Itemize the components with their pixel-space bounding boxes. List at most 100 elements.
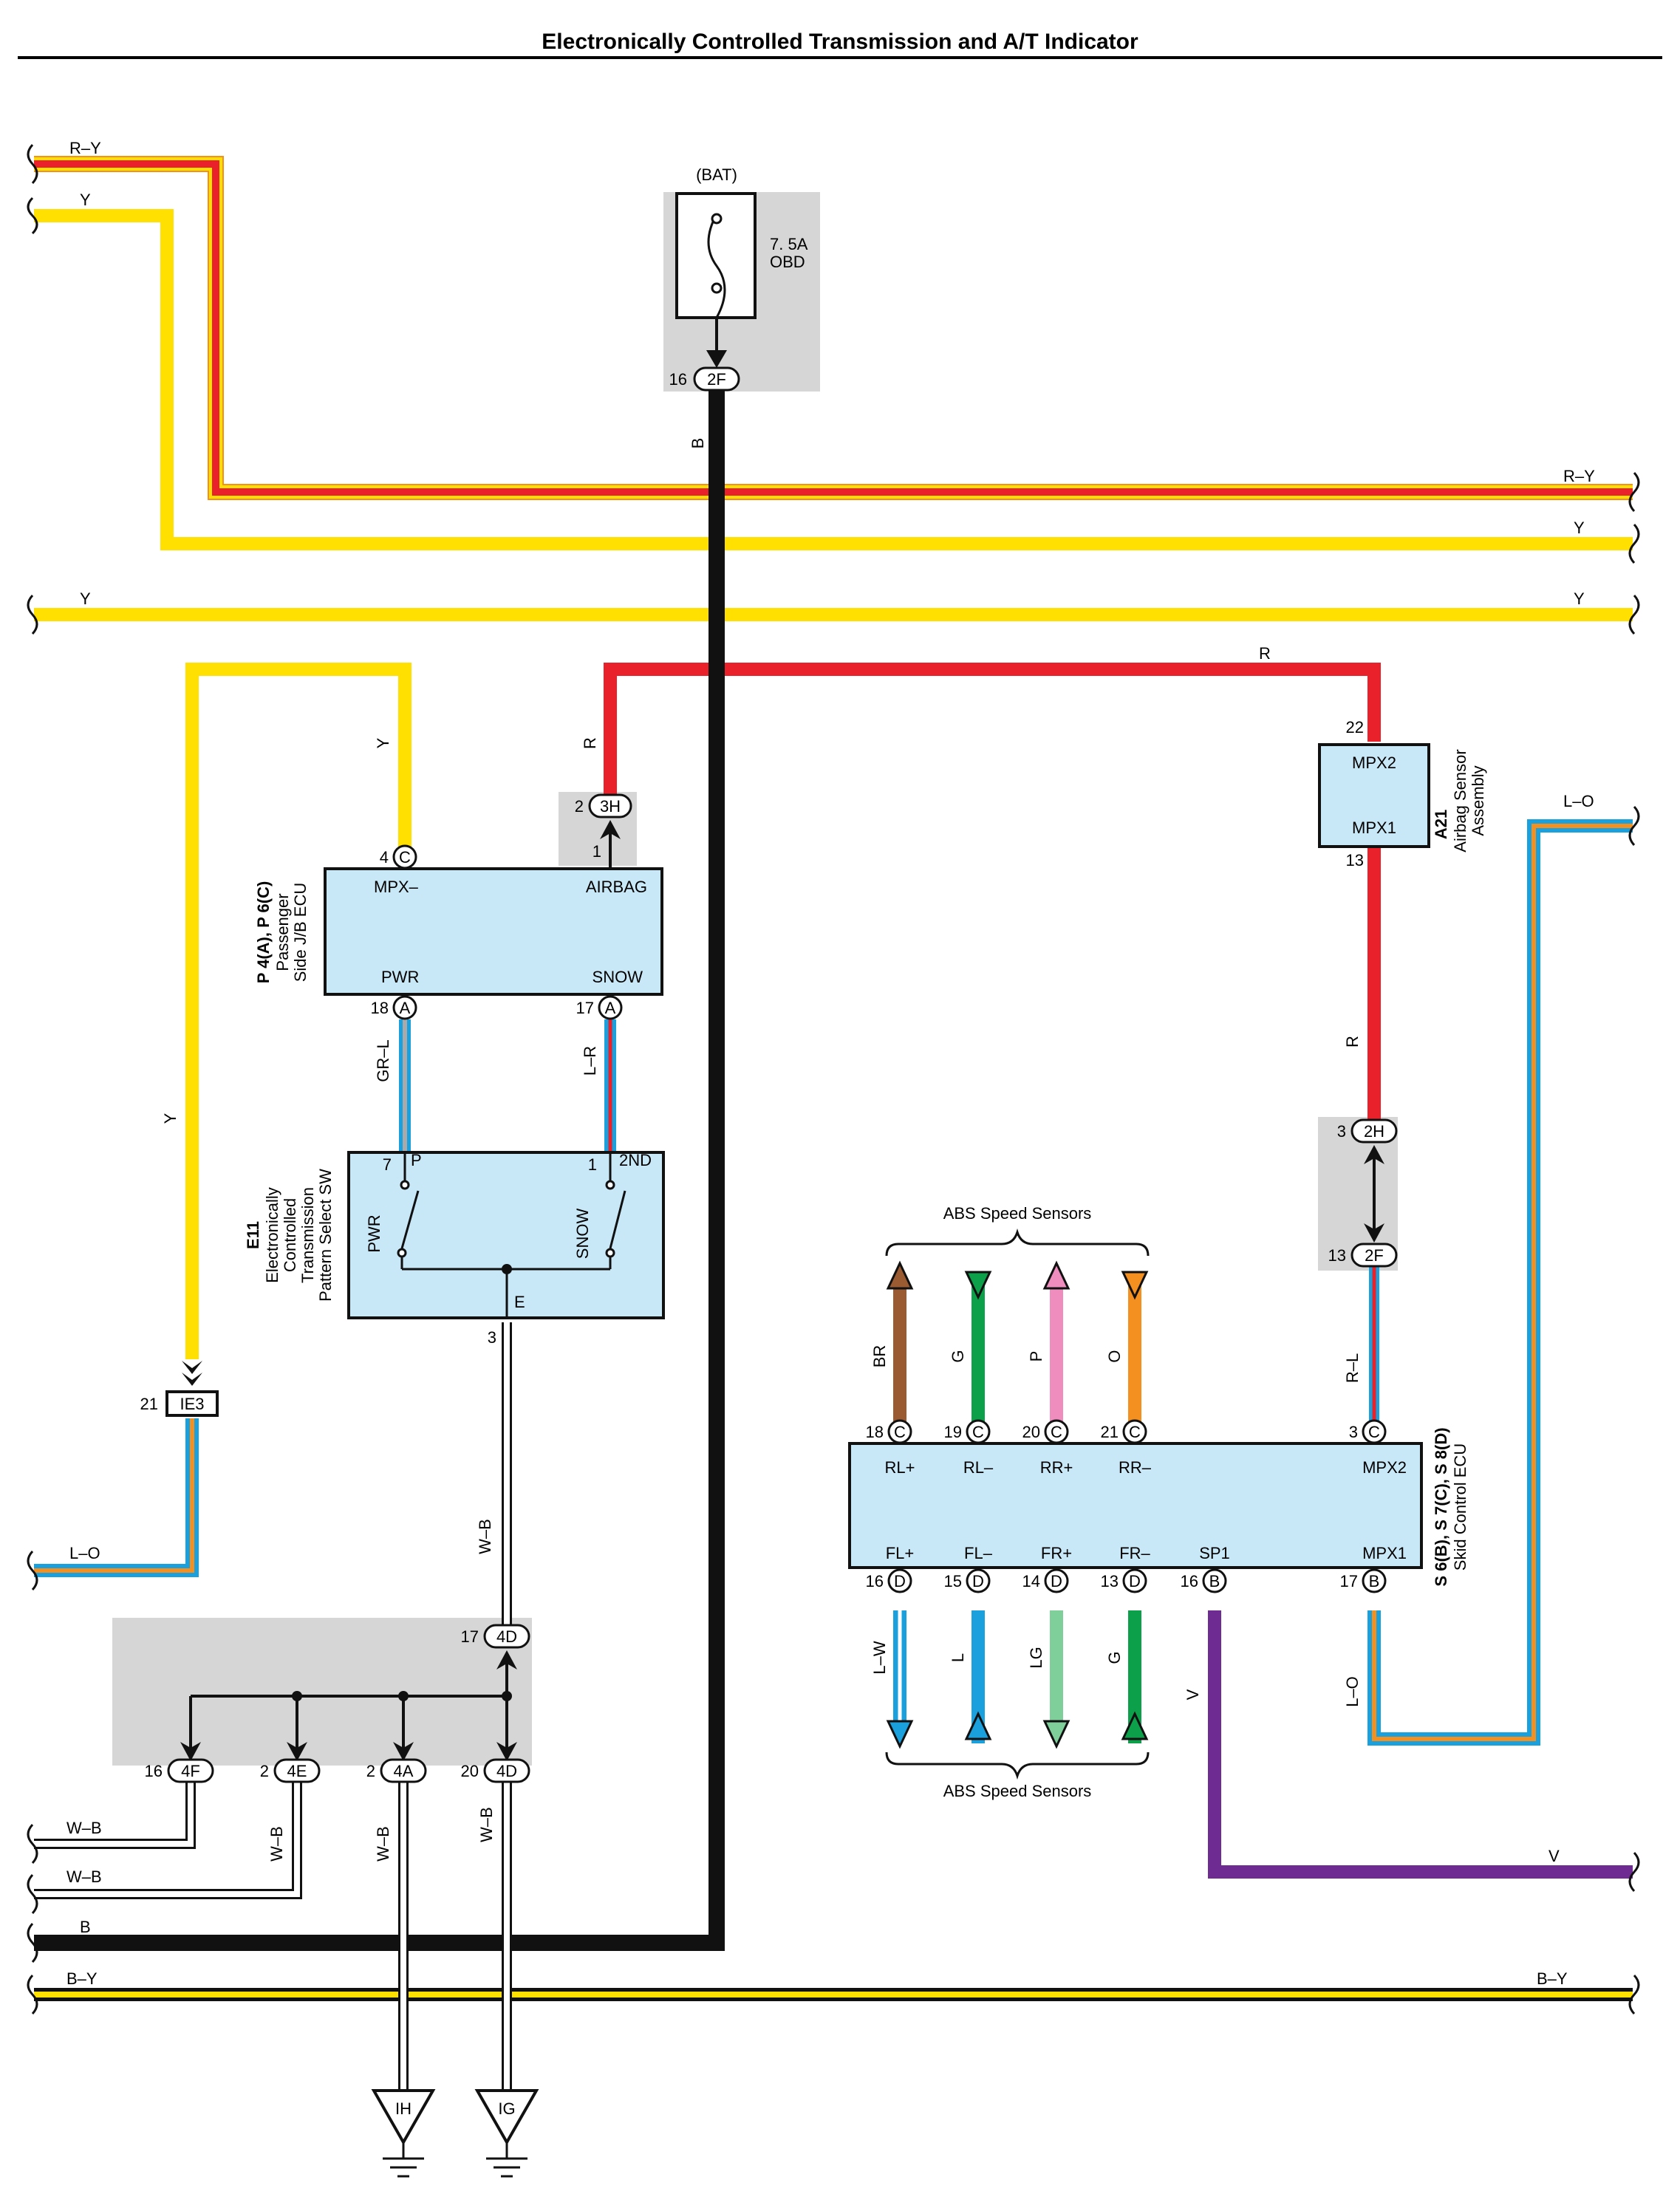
skid-top-conn-label-3: C: [1129, 1423, 1141, 1441]
connector-2h: [1351, 1118, 1398, 1144]
junction-connector-1: [273, 1758, 321, 1783]
connector-4d-top-label: 4D: [496, 1627, 517, 1646]
skid-bot-label-5: MPX1: [1362, 1544, 1407, 1562]
skid-top-label-4: MPX2: [1362, 1458, 1407, 1477]
skid-bot-connector-2: [1044, 1568, 1069, 1593]
airbag-mpx1: MPX1: [1352, 819, 1396, 837]
label-r-l-vertical: R–L: [1343, 1353, 1362, 1383]
junction-dot-3: [502, 1691, 512, 1701]
switch-snow-label: SNOW: [573, 1209, 592, 1260]
skid-top-conn-label-2: C: [1051, 1423, 1062, 1441]
label-w-b-vertical-4: W–B: [477, 1807, 496, 1842]
skid-top-connector-4: [1362, 1419, 1387, 1444]
junction-conn-label-1: 4E: [287, 1762, 307, 1780]
junction-conn-label-3: 4D: [496, 1762, 517, 1780]
ground-ig-icon: [474, 2089, 539, 2146]
abs-wire-labels: BR G P O L–W L LG G: [870, 1345, 1124, 1675]
ie3-arrow-icon-2: [182, 1373, 202, 1386]
skid-bot-conn-label-1: D: [972, 1572, 984, 1590]
skid-top-conn-label-1: C: [972, 1423, 984, 1441]
label-o: O: [1105, 1350, 1124, 1362]
switch-pattern-select: 7 1 P 2ND PWR SNOW E 3 E11 Electronicall…: [244, 1151, 665, 1347]
skid-name: Skid Control ECU: [1451, 1443, 1469, 1571]
label-y-top-left: Y: [80, 191, 91, 209]
connector-2f-top: [693, 366, 740, 392]
wire-r-airbag: [604, 663, 1381, 798]
label-l-r: L–R: [581, 1046, 599, 1076]
label-g-top: G: [949, 1350, 967, 1362]
ecu-jb-designation: P 4(A), P 6(C): [254, 881, 273, 984]
label-l-w: L–W: [870, 1641, 889, 1674]
arrow-2f-icon: [1364, 1223, 1384, 1243]
fuse-body: [675, 192, 757, 319]
ecu-jb-name-1: Passenger: [273, 893, 292, 971]
skid-bot-conn-label-2: D: [1051, 1572, 1062, 1590]
connector-2h-label: 2H: [1364, 1122, 1384, 1141]
arrow-2h-icon: [1364, 1145, 1384, 1164]
pin-16-fuse: 16: [669, 370, 687, 389]
skid-top-conn-label-4: C: [1368, 1423, 1380, 1441]
fuse-name: OBD: [770, 253, 805, 271]
skid-top-pin-0: 18: [866, 1423, 884, 1441]
connector-snow-a: [598, 995, 623, 1020]
wire-l-o-right: [1367, 819, 1633, 1746]
pin-7-p: 7: [383, 1155, 392, 1174]
pin-22-airbag: 22: [1346, 718, 1364, 737]
switch-pwr-label: PWR: [365, 1214, 383, 1252]
junction-pin-2: 2: [366, 1762, 375, 1780]
connector-3h-label: 3H: [600, 797, 621, 816]
pin-3h-top: 2: [575, 797, 584, 816]
label-r-vertical-2: R: [1343, 1036, 1362, 1048]
skid-bot-label-3: FR–: [1119, 1544, 1150, 1562]
arrow-4d-top-icon: [496, 1650, 517, 1670]
skid-bot-pin-5: 17: [1340, 1572, 1358, 1590]
connector-4d-top: [483, 1624, 530, 1649]
pin-18-pwr: 18: [371, 999, 389, 1017]
abs-brace-bottom: [885, 1752, 1150, 1780]
connector-pwr-a-label: A: [400, 999, 411, 1017]
pin-17-snow: 17: [576, 999, 594, 1017]
label-gr-l: GR–L: [374, 1039, 392, 1081]
connector-mpx-c: [392, 844, 417, 869]
ecu-passenger-jb: MPX– AIRBAG PWR SNOW P 4(A), P 6(C) Pass…: [254, 867, 663, 996]
label-b-y-right: B–Y: [1537, 1969, 1568, 1988]
junction-pin-1: 2: [260, 1762, 269, 1780]
abs-arrows: [886, 1260, 1149, 1749]
junction-dot-2: [398, 1691, 409, 1701]
skid-top-label-0: RL+: [885, 1458, 915, 1477]
ie3-arrow-icon: [182, 1361, 202, 1374]
airbag-mpx2: MPX2: [1352, 753, 1396, 772]
switch-designation: E11: [244, 1221, 262, 1249]
airbag-sensor-assembly: MPX2 MPX1 22 13 A21 Airbag Sensor Assemb…: [1318, 718, 1487, 869]
skid-designation: S 6(B), S 7(C), S 8(D): [1432, 1427, 1450, 1586]
label-y-vertical-2: Y: [161, 1113, 180, 1124]
switch-e-label: E: [514, 1293, 525, 1311]
connector-snow-a-label: A: [605, 999, 616, 1017]
connector-2f: [1351, 1243, 1398, 1268]
abs-brace-top: [885, 1228, 1150, 1257]
label-v-vertical: V: [1184, 1689, 1202, 1700]
wire-y-upper: [34, 209, 1633, 550]
junction-pin-3: 20: [461, 1762, 479, 1780]
wire-b: [34, 389, 725, 1951]
label-p: P: [1027, 1351, 1045, 1362]
wire-y-mpx: [185, 663, 412, 1359]
pin-3-e: 3: [488, 1328, 496, 1347]
skid-top-pin-4: 3: [1349, 1423, 1358, 1441]
skid-bot-connector-5: [1362, 1568, 1387, 1593]
ecu-jb-pwr: PWR: [381, 968, 419, 986]
connector-3h-arrow-icon: [600, 820, 621, 839]
label-w-b-vertical-1: W–B: [476, 1519, 494, 1554]
connector-mpx-c-label: C: [399, 848, 411, 867]
switch-2nd-label: 2ND: [619, 1151, 652, 1169]
airbag-name-2: Assembly: [1469, 765, 1487, 835]
skid-bot-connector-1: [966, 1568, 991, 1593]
label-b-left: B: [80, 1918, 91, 1936]
pin-13-airbag: 13: [1346, 851, 1364, 869]
label-br: BR: [870, 1345, 889, 1368]
junction-dot-1: [292, 1691, 302, 1701]
switch-name-4: Pattern Select SW: [316, 1169, 335, 1302]
skid-bot-label-0: FL+: [886, 1544, 915, 1562]
ecu-jb-airbag: AIRBAG: [586, 878, 647, 896]
